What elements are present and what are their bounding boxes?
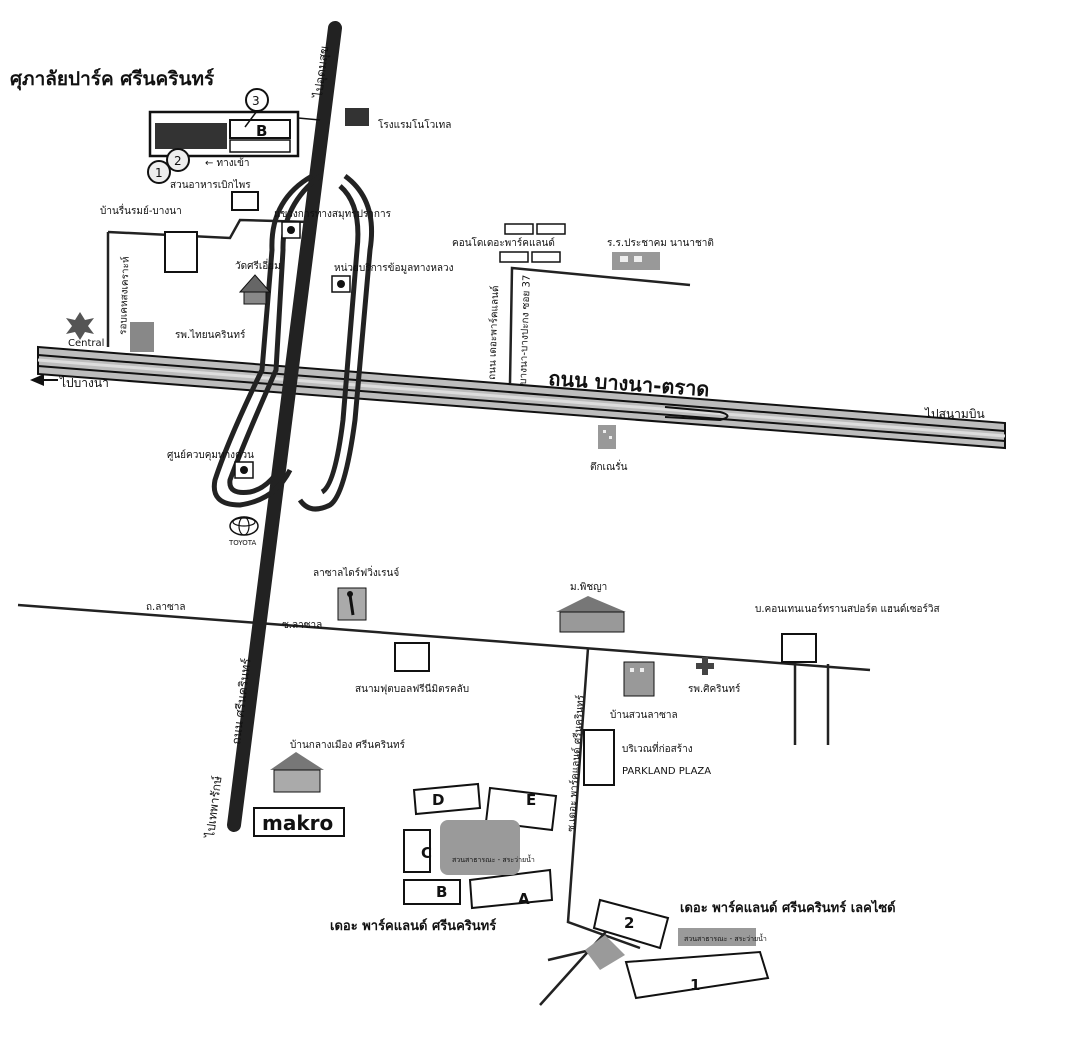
marker-3-label: 3 (252, 94, 260, 108)
restaurant-box (231, 191, 259, 211)
construction-box (583, 729, 615, 786)
wat-sri-iam-label: วัดศรีเอี่ยม (235, 258, 281, 272)
parkland-lakeside-label: เดอะ พาร์คแลนด์ ศรีนครินทร์ เลคไซด์ (680, 899, 896, 916)
makro-logo (253, 807, 345, 837)
page-title: ศุภาลัยปาร์ค ศรีนครินทร์ (10, 68, 215, 91)
parkland-plaza-label: PARKLAND PLAZA (622, 766, 711, 777)
hospital-cross-icon (696, 657, 714, 675)
to-theparak-label: ไปเทพารักษ์ (203, 775, 225, 839)
highway-control-icon (234, 461, 254, 479)
school-icon (612, 252, 660, 270)
building-e: E (526, 791, 536, 809)
building-b-top-label: B (256, 122, 267, 140)
highway-district-label: แขวงการทางสมุทรปราการ (274, 209, 392, 220)
info-service-label: หน่วยบริการข้อมูลทางหลวง (334, 262, 454, 274)
bangna-trat-highway (37, 345, 1006, 450)
lakeside-building-2 (592, 898, 670, 950)
makro-label: makro (262, 811, 333, 835)
golfer-icon (337, 587, 367, 621)
baan-suan-label: บ้านสวนลาซาล (610, 709, 678, 721)
building-a: A (518, 890, 530, 908)
baan-suan-icon (623, 661, 655, 697)
thai-nakarin-icon (130, 322, 154, 352)
marker-circle-3: 3 (244, 88, 269, 128)
m-pinya-label: ม.พิชญา (570, 582, 607, 593)
toyota-logo (229, 516, 259, 536)
lakeside-building-1 (624, 950, 770, 1000)
to-bangna-arrow (30, 374, 58, 386)
building-c: C (421, 844, 432, 862)
baan-klang-muang-label: บ้านกลางเมือง ศรีนครินทร์ (290, 739, 406, 751)
parkland-srinakarin-label: เดอะ พาร์คแลนด์ ศรีนครินทร์ (330, 918, 496, 934)
road-parkland-label: ถนน เดอะพาร์คแลนด์ (486, 285, 501, 380)
highway-district-icon (281, 221, 301, 239)
novotel-label: โรงแรมโนโวเทล (378, 118, 451, 131)
soi-37-label: บางนา-บางปะกง ซอย 37 (518, 275, 533, 385)
sik-building-label: ตึกเณรั่น (590, 459, 628, 473)
highway-control-label: ศูนย์ควบคุมทางด่วน (167, 449, 254, 461)
la-salle-road (17, 603, 871, 672)
pool-label: สวนสาธารณะ - สระว่ายน้ำ (452, 853, 535, 864)
to-airport-label: ไปสนามบิน (924, 407, 985, 421)
building-d: D (432, 791, 444, 809)
pool (440, 820, 520, 875)
parkland-complex (403, 782, 558, 910)
driving-range-label: ลาซาลไดร์ฟวิ่งเรนจ์ (313, 565, 399, 579)
wat-box (164, 231, 198, 273)
lakeside-2-label: 2 (624, 914, 634, 932)
sik-building-icon (598, 425, 616, 449)
central-label: Central (68, 338, 104, 349)
left-road-label: รอบเคหสงเคราะห์ (117, 256, 132, 335)
info-service-icon (331, 275, 351, 293)
condo-parkland-blocks (499, 223, 566, 263)
arrow-to-novotel (297, 117, 321, 121)
pool-legend-label: สวนสาธารณะ - สระว่ายน้ำ (684, 932, 767, 943)
la-salle-left-label: ถ.ลาซาล (146, 602, 186, 613)
toyota-label: TOYOTA (228, 539, 257, 547)
marker-1-label: 1 (155, 166, 163, 180)
container-company-label-1: บ.คอนเทนเนอร์ทรานสปอร์ต แฮนด์เซอร์วิส (755, 603, 940, 615)
supalai-park-block: B (148, 110, 300, 158)
football-field-box (394, 642, 430, 672)
building-b: B (436, 883, 447, 901)
baan-ruenrom-label: บ้านรื่นรมย์-บางนา (100, 203, 182, 217)
novotel-icon (345, 108, 369, 126)
srinakarin-road (227, 21, 342, 832)
to-bangna-label: ไปบางนา (59, 376, 109, 390)
condo-parkland-label: คอนโดเดอะพาร์คแลนด์ (452, 236, 555, 249)
lakeside-pool (585, 935, 625, 970)
marker-2-label: 2 (174, 154, 182, 168)
minor-roads (106, 218, 830, 1006)
central-icon (66, 312, 94, 340)
srinakarin-hospital-label: รพ.ศิครินทร์ (688, 683, 741, 695)
school-label: ร.ร.ประชาคม นานาชาติ (607, 238, 714, 249)
marker-circle-1: 1 (147, 160, 171, 184)
container-company-box (781, 633, 817, 663)
lakeside-1-label: 1 (690, 976, 700, 994)
baan-klang-muang-icon (270, 752, 324, 793)
la-salle-right-label: ซ.ลาซาล (282, 620, 322, 631)
marker-circle-2: 2 (166, 148, 190, 172)
m-pinya-icon (556, 596, 626, 633)
construction-label: บริเวณที่ก่อสร้าง (622, 741, 693, 755)
temple-icon (238, 274, 272, 305)
pool-legend-swatch (678, 928, 756, 946)
restaurant-label: สวนอาหารเบิกไพร (170, 179, 251, 191)
entrance-text: ← ทางเข้า (205, 157, 250, 169)
football-field-label: สนามฟุตบอลฟรีนีมิตรคลับ (355, 683, 469, 695)
thai-nakarin-label: รพ.ไทยนครินทร์ (175, 329, 246, 341)
